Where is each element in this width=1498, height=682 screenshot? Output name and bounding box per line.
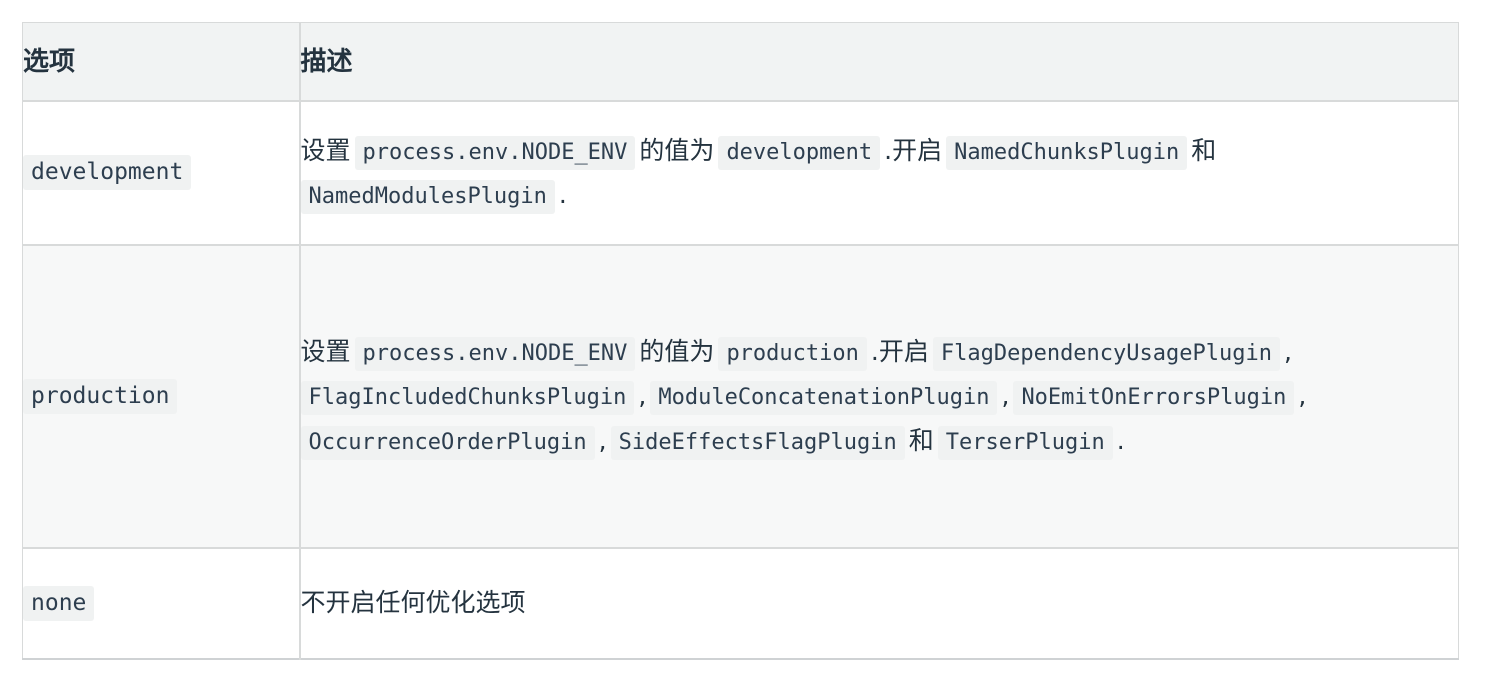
text-comma-5: , (598, 425, 607, 455)
text-mid: 的值为 (639, 135, 715, 165)
text-period-1: . (884, 135, 893, 165)
text-mid: 的值为 (639, 336, 715, 366)
code-plugin-no-emit-on-errors: NoEmitOnErrorsPlugin (1013, 381, 1295, 416)
code-plugin-named-modules: NamedModulesPlugin (300, 180, 555, 214)
column-header-description: 描述 (299, 22, 1459, 102)
option-code-production: production (23, 378, 178, 414)
code-plugin-terser: TerserPlugin (937, 425, 1113, 460)
table-header-row: 选项 描述 (22, 22, 1459, 102)
text-conjunction: 和 (908, 425, 934, 455)
code-value-production: production (718, 336, 867, 371)
text-period-2: . (558, 180, 567, 209)
text-lead: 设置 (300, 135, 351, 165)
code-plugin-flag-dependency-usage: FlagDependencyUsagePlugin (932, 336, 1280, 371)
text-period-1: . (870, 336, 879, 366)
code-plugin-named-chunks: NamedChunksPlugin (946, 135, 1188, 170)
table-row: none 不开启任何优化选项 (22, 548, 1459, 659)
code-env-var: process.env.NODE_ENV (354, 336, 636, 371)
table-header: 选项 描述 (22, 22, 1459, 102)
text-lead: 设置 (300, 336, 351, 366)
text-enable: 开启 (892, 135, 943, 165)
code-plugin-module-concatenation: ModuleConcatenationPlugin (650, 381, 998, 416)
description-text-none: 不开启任何优化选项 (300, 588, 526, 618)
column-header-option: 选项 (22, 22, 301, 102)
option-code-none: none (23, 585, 95, 621)
option-code-development: development (23, 155, 192, 191)
code-value-development: development (718, 135, 881, 170)
code-plugin-occurrence-order: OccurrenceOrderPlugin (300, 425, 595, 460)
description-cell-none: 不开启任何优化选项 (299, 548, 1459, 659)
text-comma-2: , (638, 381, 647, 411)
code-plugin-flag-included-chunks: FlagIncludedChunksPlugin (300, 381, 635, 416)
code-plugin-side-effects-flag: SideEffectsFlagPlugin (610, 425, 905, 460)
text-enable: 开启 (878, 336, 929, 366)
option-cell-development: development (22, 101, 301, 246)
code-env-var: process.env.NODE_ENV (354, 135, 636, 170)
text-comma-4: , (1298, 381, 1307, 411)
text-conjunction: 和 (1191, 135, 1217, 165)
text-comma-1: , (1284, 336, 1292, 366)
text-period-2: . (1116, 425, 1125, 455)
text-comma-3: , (1001, 381, 1010, 411)
option-cell-none: none (22, 548, 301, 659)
option-cell-production: production (22, 245, 301, 549)
